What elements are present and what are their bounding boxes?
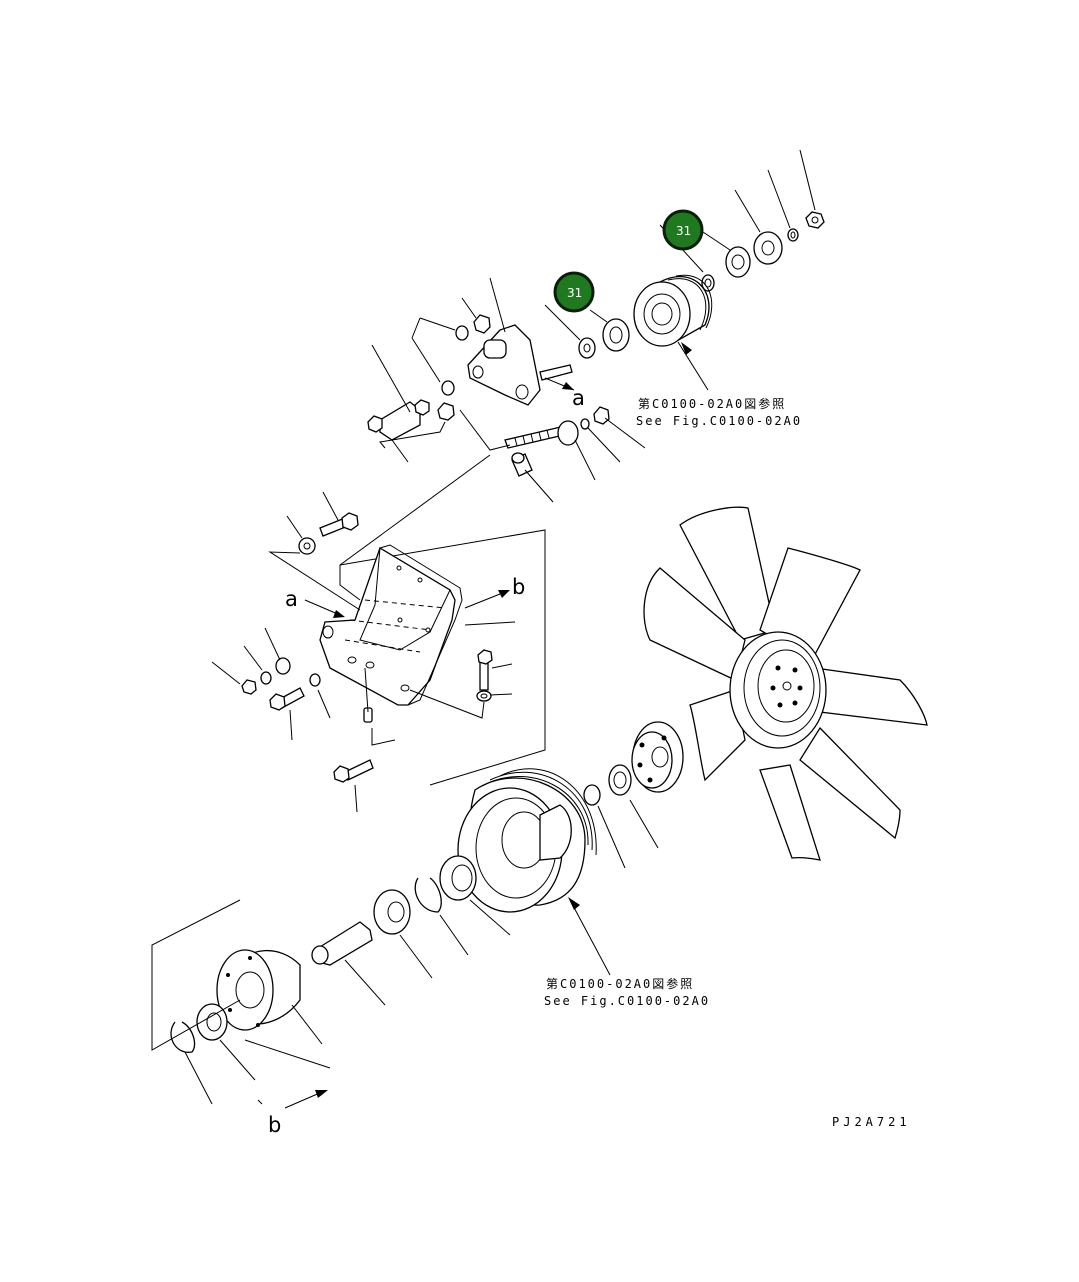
rod-nut[interactable] (593, 406, 610, 425)
flat-washer-mid[interactable] (578, 337, 596, 359)
bracket-nut-left[interactable] (241, 679, 257, 695)
callout-31-mid-marker[interactable] (553, 271, 595, 313)
bracket-nut-left2[interactable] (275, 657, 291, 675)
bracket-bolt-bottom[interactable] (333, 759, 374, 783)
drawing-code: PJ2A721 (832, 1115, 911, 1129)
view-label-b-right: b (512, 575, 525, 599)
idler-pulley[interactable] (633, 274, 713, 347)
adjust-nut[interactable] (437, 402, 455, 421)
callout-31-top-marker[interactable] (662, 209, 704, 251)
end-nut[interactable] (805, 211, 825, 229)
callout-31-mid-label: 31 (567, 286, 582, 300)
mounting-bracket-group (241, 512, 546, 786)
bracket-washer-left[interactable] (260, 671, 272, 685)
bracket-bolt-left[interactable] (269, 687, 305, 711)
leader-lines-bottom (151, 799, 659, 1105)
shaft-hub[interactable] (216, 949, 301, 1031)
callout-31-top[interactable]: 31 (662, 209, 704, 251)
leader-lines-top (371, 149, 816, 503)
bearing-washer[interactable] (753, 231, 783, 265)
collar[interactable] (511, 452, 533, 477)
leader-lines-bracket (211, 454, 516, 813)
drive-pulley[interactable] (457, 768, 597, 913)
view-label-a-top: a (572, 386, 585, 410)
arrows-bottom (284, 897, 580, 1109)
rod-washer[interactable] (580, 418, 590, 430)
bracket-washer-left2[interactable] (309, 673, 321, 687)
spacer-ring-top[interactable] (701, 274, 715, 292)
small-washer[interactable] (787, 228, 799, 242)
view-label-a-left: a (285, 587, 298, 611)
fan-collar[interactable] (608, 764, 632, 796)
snap-ring-inner[interactable] (414, 877, 442, 913)
arm-nut[interactable] (473, 314, 491, 334)
reference-jp-bottom: 第C0100-02A0図参照 (546, 976, 694, 991)
callout-31-top-label: 31 (676, 224, 691, 238)
reference-en-top: See Fig.C0100-02A0 (636, 414, 802, 428)
callout-31-mid[interactable]: 31 (553, 271, 595, 313)
view-label-b-bottom: b (268, 1113, 281, 1137)
arrows-bracket (304, 590, 510, 618)
bracket-washer-right[interactable] (476, 690, 492, 702)
bearing-nut-top[interactable] (725, 246, 751, 278)
seal-ring[interactable] (439, 855, 477, 901)
bracket-bolt-top[interactable] (319, 512, 359, 537)
bracket[interactable] (319, 544, 463, 706)
bracket-spacer[interactable] (298, 537, 316, 555)
hub-bearing[interactable] (196, 1003, 228, 1041)
adjusting-rod[interactable] (504, 420, 579, 449)
cooling-fan[interactable] (643, 506, 928, 861)
arm-washer[interactable] (455, 325, 469, 341)
reference-en-bottom: See Fig.C0100-02A0 (544, 994, 710, 1008)
bearing[interactable] (373, 889, 411, 935)
fan-washer[interactable] (583, 784, 601, 806)
bracket-bolt-right[interactable] (477, 649, 493, 691)
arrows-top (544, 342, 692, 391)
adjust-block[interactable] (367, 399, 430, 441)
pulley-nut-mid[interactable] (602, 318, 630, 352)
idler-pulley-assembly (367, 211, 825, 477)
arm-washer-lower[interactable] (441, 380, 455, 396)
shaft[interactable] (311, 921, 373, 966)
tension-arm[interactable] (467, 324, 573, 406)
fan-spacer[interactable] (631, 721, 684, 793)
reference-jp-top: 第C0100-02A0図参照 (638, 396, 786, 411)
